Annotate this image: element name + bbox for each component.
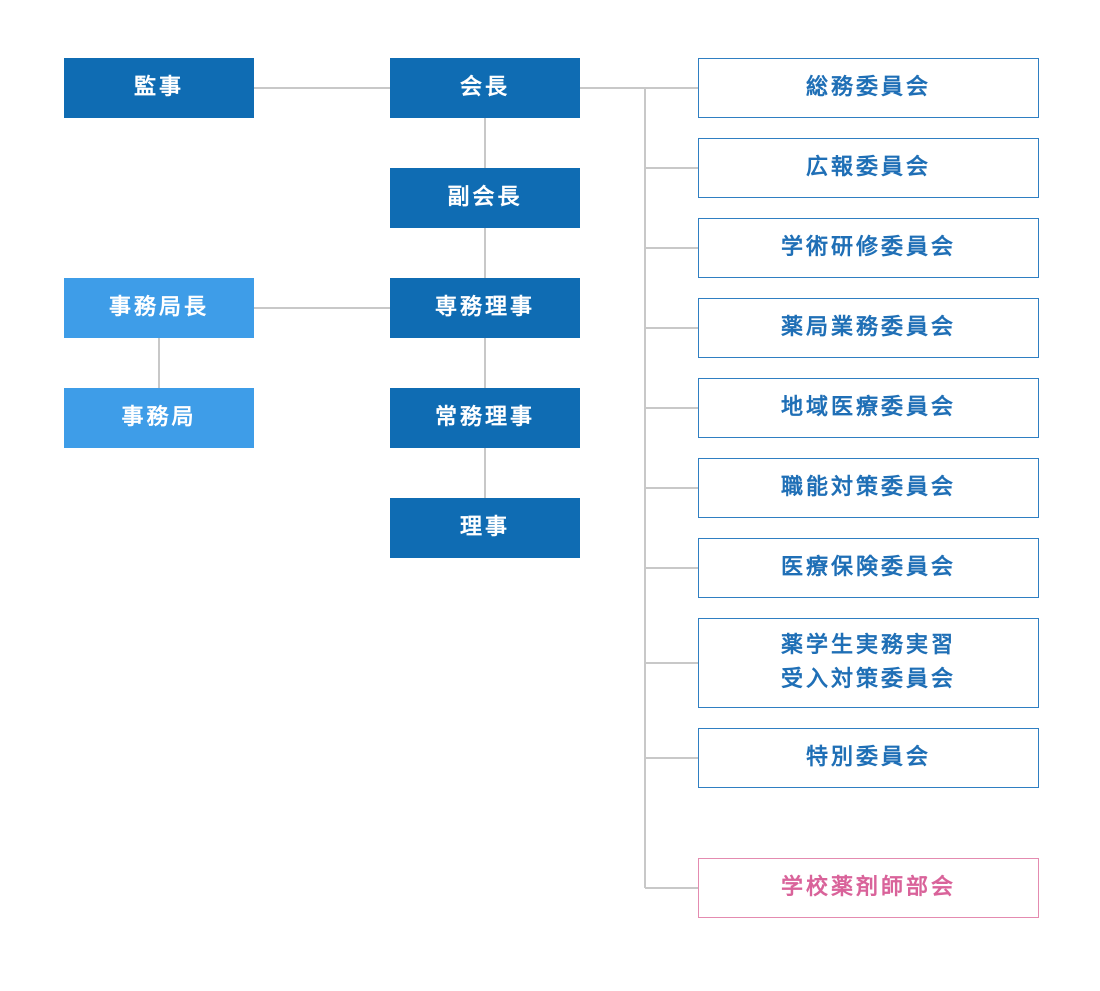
- managing-director-box: 常務理事: [390, 388, 580, 448]
- president-box: 会長: [390, 58, 580, 118]
- committee-general-affairs: 総務委員会: [698, 58, 1039, 118]
- executive-director-box: 専務理事: [390, 278, 580, 338]
- committee-academic-training: 学術研修委員会: [698, 218, 1039, 278]
- committee-community-medicine: 地域医療委員会: [698, 378, 1039, 438]
- committee-label: 総務委員会: [805, 75, 931, 100]
- director-box: 理事: [390, 498, 580, 558]
- committee-public-relations: 広報委員会: [698, 138, 1039, 198]
- committee-label: 広報委員会: [805, 155, 931, 180]
- committee-special: 特別委員会: [698, 728, 1039, 788]
- auditor-label: 監事: [133, 75, 184, 100]
- committee-label: 学術研修委員会: [780, 235, 956, 260]
- school-pharmacist-section: 学校薬剤師部会: [698, 858, 1039, 918]
- executive-director-label: 専務理事: [434, 295, 535, 320]
- committee-label-line-1: 薬学生実務実習: [780, 633, 956, 658]
- secretariat-box: 事務局: [64, 388, 254, 448]
- committee-label-line-2: 受入対策委員会: [780, 667, 956, 692]
- secretariat-chief-box: 事務局長: [64, 278, 254, 338]
- director-label: 理事: [459, 515, 510, 540]
- committee-label: 職能対策委員会: [780, 475, 956, 500]
- secretariat-chief-label: 事務局長: [108, 295, 209, 320]
- secretariat-label: 事務局: [121, 405, 197, 430]
- vice-president-label: 副会長: [447, 185, 523, 210]
- committee-student-practicum: 薬学生実務実習 受入対策委員会: [698, 618, 1039, 708]
- committee-pharmacy-operations: 薬局業務委員会: [698, 298, 1039, 358]
- vice-president-box: 副会長: [390, 168, 580, 228]
- president-label: 会長: [459, 75, 510, 100]
- committee-label: 薬局業務委員会: [780, 315, 956, 340]
- committee-label: 医療保険委員会: [780, 555, 956, 580]
- school-pharmacist-label: 学校薬剤師部会: [780, 875, 956, 900]
- committee-medical-insurance: 医療保険委員会: [698, 538, 1039, 598]
- committee-label: 特別委員会: [805, 745, 931, 770]
- managing-director-label: 常務理事: [434, 405, 535, 430]
- committee-label: 地域医療委員会: [780, 395, 956, 420]
- committee-professional-measures: 職能対策委員会: [698, 458, 1039, 518]
- auditor-box: 監事: [64, 58, 254, 118]
